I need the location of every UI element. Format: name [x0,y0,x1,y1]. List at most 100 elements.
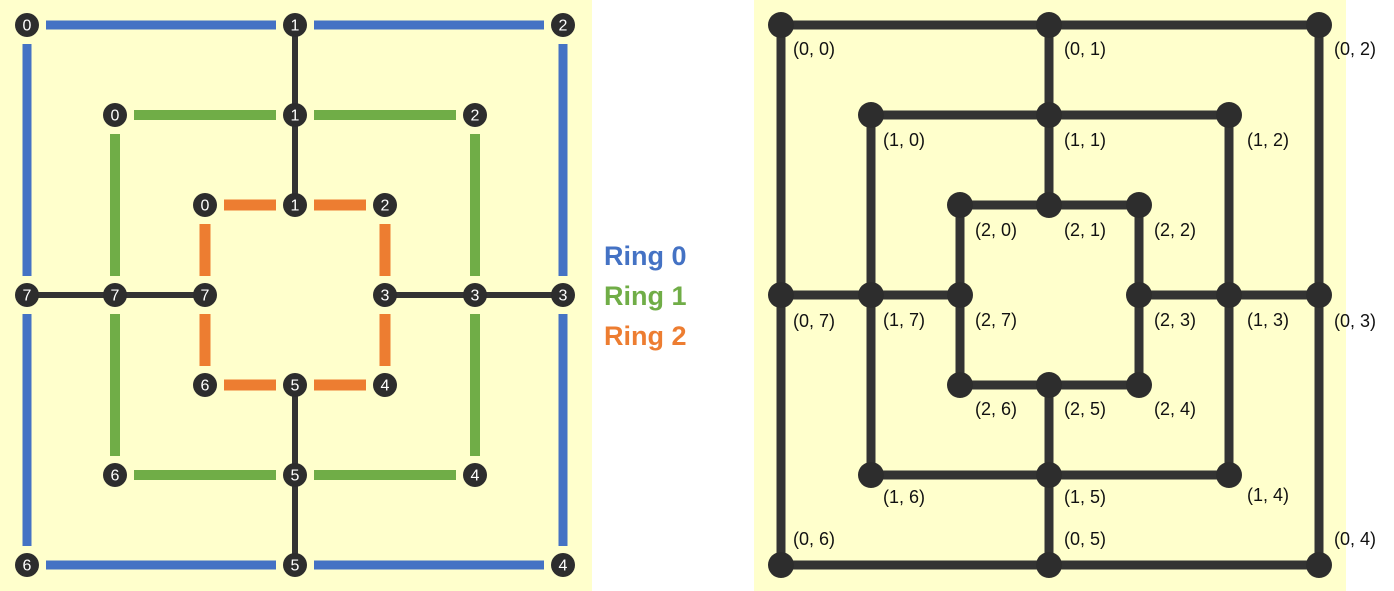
coord-node-2-2 [1126,192,1152,218]
node-number: 7 [111,288,120,305]
coord-label-2-1: (2, 1) [1064,220,1106,240]
coord-label-2-7: (2, 7) [975,310,1017,330]
ring-legend: Ring 0 Ring 1 Ring 2 [604,241,687,351]
node-number: 3 [559,288,568,305]
coord-label-0-2: (0, 2) [1334,39,1376,59]
coord-node-0-1 [1036,12,1062,38]
ring-0-node-7: 7 [15,283,39,307]
ring-0-node-0: 0 [15,13,39,37]
ring-0-node-1: 1 [283,13,307,37]
coord-label-0-0: (0, 0) [793,39,835,59]
node-circle [551,13,575,37]
node-number: 4 [471,468,480,485]
ring-1-node-5: 5 [283,463,307,487]
ring-0-node-2: 2 [551,13,575,37]
coord-node-0-2 [1306,12,1332,38]
node-circle [103,283,127,307]
coord-node-0-4 [1306,552,1332,578]
node-circle [463,103,487,127]
left-ring-edges [22,20,568,570]
node-circle [103,103,127,127]
coord-node-2-4 [1126,372,1152,398]
coord-label-2-0: (2, 0) [975,220,1017,240]
ring-2-node-2: 2 [373,193,397,217]
coord-node-1-3 [1216,282,1242,308]
coord-node-0-5 [1036,552,1062,578]
node-number: 3 [381,288,390,305]
coordinate-diagram: (0, 0)(0, 1)(0, 2)(0, 3)(0, 4)(0, 5)(0, … [754,0,1376,591]
node-number: 4 [381,378,390,395]
coord-node-1-6 [858,462,884,488]
coord-label-1-2: (1, 2) [1247,130,1289,150]
ring-0-node-3: 3 [551,283,575,307]
ring-1-node-1: 1 [283,103,307,127]
node-circle [193,193,217,217]
node-number: 6 [23,558,32,575]
coord-label-1-0: (1, 0) [883,130,925,150]
legend-ring-1: Ring 1 [604,281,687,311]
coord-label-0-3: (0, 3) [1334,311,1376,331]
node-circle [463,283,487,307]
ring-0-node-4: 4 [551,553,575,577]
node-number: 6 [201,378,210,395]
coord-node-2-7 [947,282,973,308]
ring-0-node-6: 6 [15,553,39,577]
ring-0-node-5: 5 [283,553,307,577]
coord-label-0-7: (0, 7) [793,311,835,331]
coord-node-2-3 [1126,282,1152,308]
coord-label-1-6: (1, 6) [883,487,925,507]
coord-label-2-5: (2, 5) [1064,399,1106,419]
coord-node-1-2 [1216,102,1242,128]
node-number: 5 [291,378,300,395]
node-number: 1 [291,108,300,125]
node-circle [193,373,217,397]
coord-label-1-7: (1, 7) [883,310,925,330]
coord-node-0-3 [1306,282,1332,308]
node-number: 5 [291,468,300,485]
coord-label-2-4: (2, 4) [1154,399,1196,419]
node-circle [15,553,39,577]
node-circle [551,283,575,307]
ring-2-node-1: 1 [283,193,307,217]
node-number: 7 [23,288,32,305]
coord-label-1-5: (1, 5) [1064,487,1106,507]
node-circle [373,283,397,307]
coord-node-2-1 [1036,192,1062,218]
legend-ring-0: Ring 0 [604,241,687,271]
coord-label-0-4: (0, 4) [1334,529,1376,549]
node-number: 3 [471,288,480,305]
ring-2-node-4: 4 [373,373,397,397]
node-circle [15,283,39,307]
coord-label-2-6: (2, 6) [975,399,1017,419]
node-circle [283,463,307,487]
ring-1-node-7: 7 [103,283,127,307]
coord-node-1-0 [858,102,884,128]
node-circle [283,373,307,397]
ring-2-node-0: 0 [193,193,217,217]
node-circle [15,13,39,37]
node-number: 5 [291,558,300,575]
coord-node-1-5 [1036,462,1062,488]
ring-1-node-3: 3 [463,283,487,307]
node-number: 0 [201,198,210,215]
coord-node-1-7 [858,282,884,308]
node-circle [283,553,307,577]
ring-1-node-6: 6 [103,463,127,487]
node-circle [463,463,487,487]
node-number: 2 [559,18,568,35]
coord-label-2-3: (2, 3) [1154,310,1196,330]
node-circle [283,193,307,217]
node-number: 2 [381,198,390,215]
coord-label-2-2: (2, 2) [1154,220,1196,240]
node-circle [551,553,575,577]
coord-node-0-7 [768,282,794,308]
node-circle [193,283,217,307]
coord-node-0-0 [768,12,794,38]
node-number: 6 [111,468,120,485]
coord-label-1-4: (1, 4) [1247,485,1289,505]
node-circle [283,13,307,37]
coord-node-2-5 [1036,372,1062,398]
